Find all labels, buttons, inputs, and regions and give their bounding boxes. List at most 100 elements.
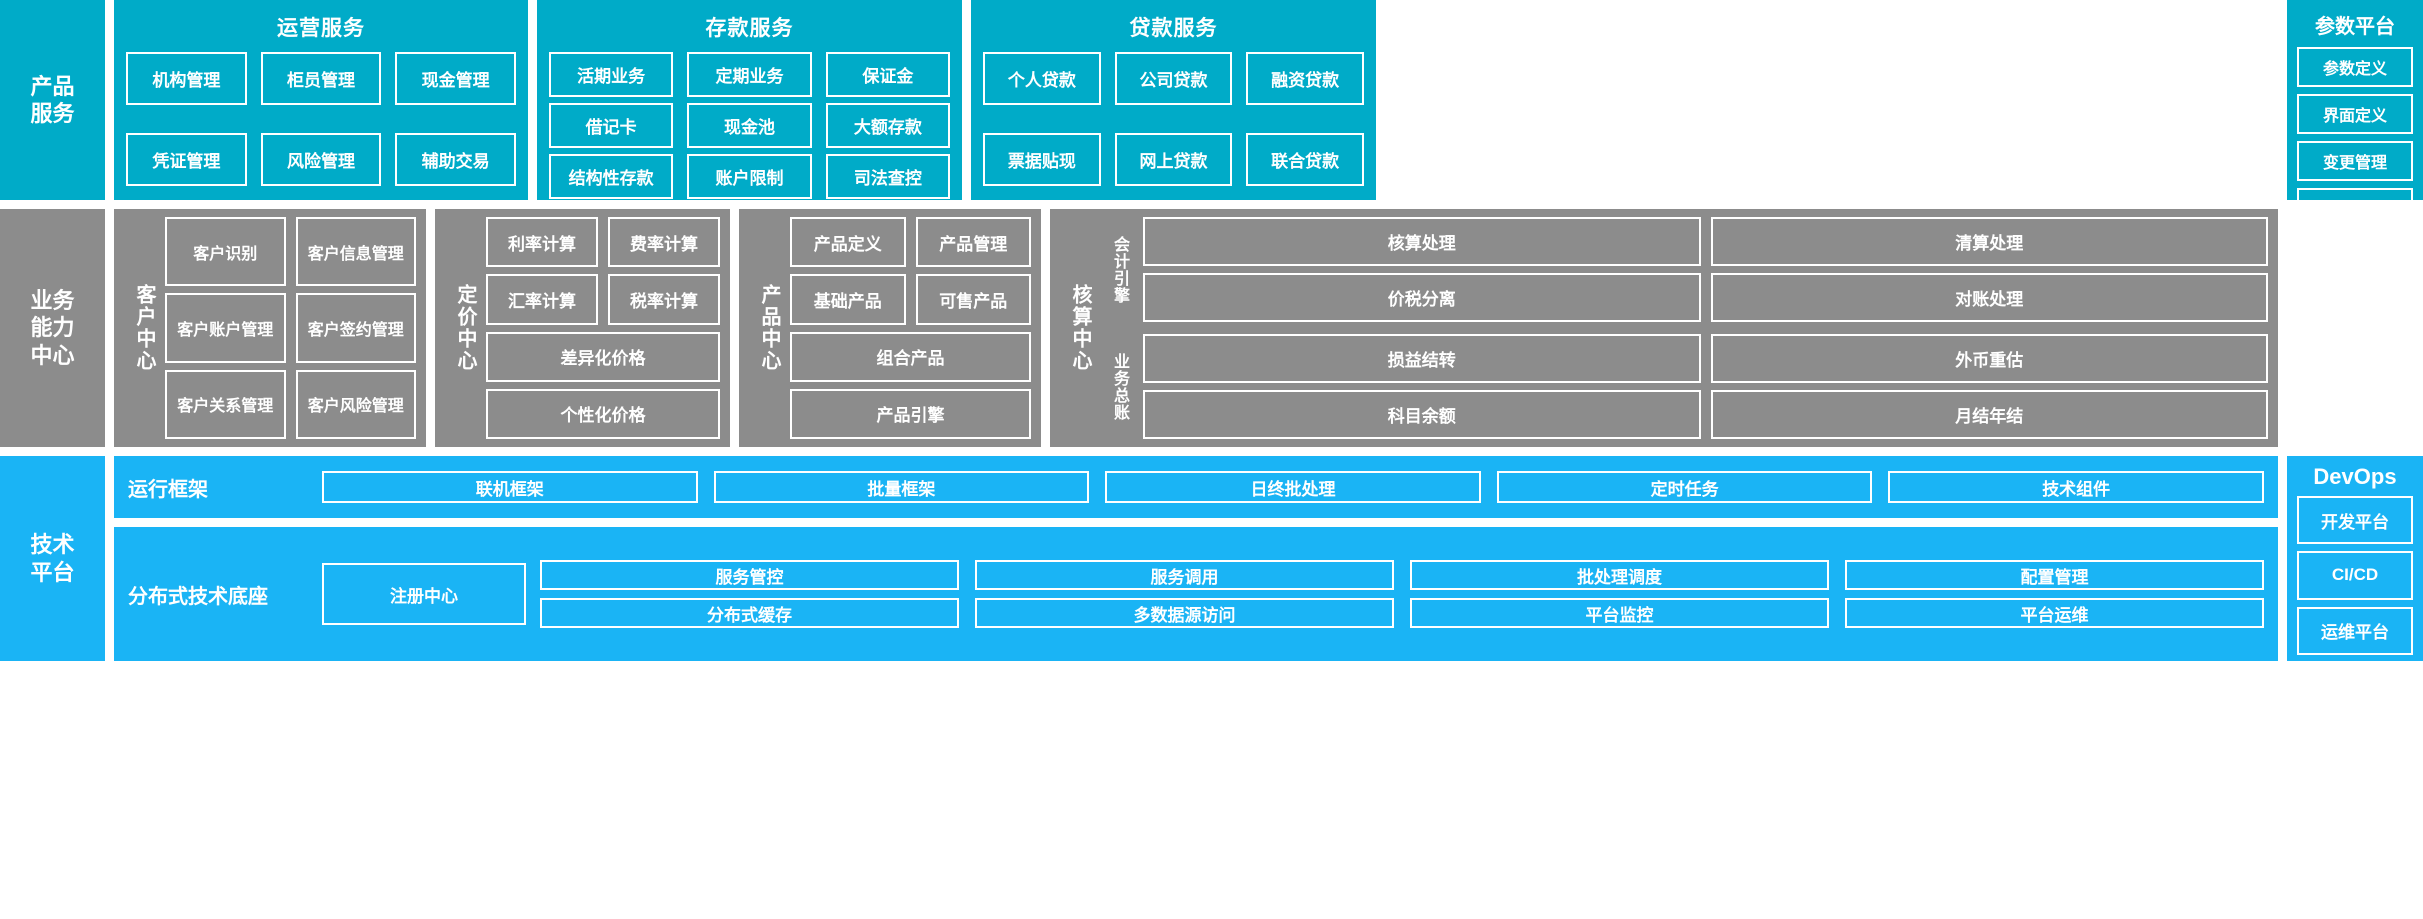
- center-item[interactable]: 客户风险管理: [295, 369, 416, 439]
- service-item[interactable]: 现金管理: [395, 52, 516, 105]
- band-product-service: 产品 服务 运营服务 机构管理 柜员管理 现金管理 凭证管理 风险管理 辅助交易…: [0, 0, 2423, 322]
- center-item-wide[interactable]: 差异化价格: [486, 331, 720, 382]
- tech-item[interactable]: 分布式缓存: [540, 598, 959, 628]
- center-item[interactable]: 产品定义: [790, 217, 906, 268]
- tech-item[interactable]: 技术组件: [1888, 471, 2264, 503]
- accounting-subgroup-ledger: 业务总账 损益结转 外币重估 科目余额 月结年结: [1101, 334, 2268, 439]
- center-label-product: 产品中心: [758, 284, 780, 372]
- devops-panel: DevOps 开发平台 CI/CD 运维平台: [2287, 456, 2423, 661]
- tech-item[interactable]: 联机框架: [322, 471, 698, 503]
- service-item[interactable]: 借记卡: [549, 103, 674, 148]
- devops-item[interactable]: 开发平台: [2297, 496, 2413, 545]
- service-group-title-deposit: 存款服务: [705, 17, 794, 40]
- service-item[interactable]: 联合贷款: [1246, 133, 1364, 186]
- center-item[interactable]: 客户识别: [165, 217, 286, 287]
- center-item[interactable]: 产品管理: [915, 217, 1031, 268]
- service-group-loan: 贷款服务 个人贷款 公司贷款 融资贷款 票据贴现 网上贷款 联合贷款: [971, 0, 1376, 200]
- service-item[interactable]: 现金池: [687, 103, 812, 148]
- service-item[interactable]: 大额存款: [825, 103, 950, 148]
- center-items-product: 产品定义 产品管理 基础产品 可售产品 组合产品 产品引擎: [790, 217, 1031, 439]
- center-item[interactable]: 税率计算: [608, 274, 720, 325]
- center-item[interactable]: 客户账户管理: [165, 293, 286, 363]
- tech-item[interactable]: 服务调用: [975, 560, 1394, 590]
- accounting-subgroup-engine: 会计引擎 核算处理 清算处理 价税分离 对账处理: [1101, 217, 2268, 322]
- center-item[interactable]: 损益结转: [1143, 334, 1701, 383]
- service-group-deposit: 存款服务 活期业务 定期业务 保证金 借记卡 现金池 大额存款 结构性存款 账户…: [537, 0, 962, 200]
- devops-item[interactable]: CI/CD: [2297, 551, 2413, 600]
- center-item[interactable]: 客户信息管理: [295, 217, 416, 287]
- center-item[interactable]: 清算处理: [1710, 217, 2268, 266]
- center-item[interactable]: 客户签约管理: [295, 293, 416, 363]
- tech-item[interactable]: 批处理调度: [1410, 560, 1829, 590]
- service-group-title-loan: 贷款服务: [1129, 17, 1218, 40]
- tech-row-label-runtime: 运行框架: [128, 478, 208, 501]
- parameter-platform-item[interactable]: 参数对比: [2297, 282, 2413, 322]
- service-item[interactable]: 辅助交易: [395, 133, 516, 186]
- center-pricing: 定价中心 利率计算 费率计算 汇率计算 税率计算 差异化价格 个性化价格: [435, 209, 730, 447]
- service-item[interactable]: 活期业务: [549, 52, 674, 97]
- service-item[interactable]: 保证金: [825, 52, 950, 97]
- tech-item[interactable]: 多数据源访问: [975, 598, 1394, 628]
- parameter-platform-item[interactable]: 参数定义: [2297, 47, 2413, 87]
- service-item[interactable]: 网上贷款: [1114, 133, 1233, 186]
- tech-item[interactable]: 服务管控: [540, 560, 959, 590]
- tech-item[interactable]: 配置管理: [1845, 560, 2264, 590]
- product-service-content: 运营服务 机构管理 柜员管理 现金管理 凭证管理 风险管理 辅助交易 存款服务 …: [114, 0, 2278, 200]
- service-group-operations: 运营服务 机构管理 柜员管理 现金管理 凭证管理 风险管理 辅助交易: [114, 0, 528, 200]
- center-item[interactable]: 核算处理: [1143, 217, 1701, 266]
- tech-item[interactable]: 批量框架: [713, 471, 1090, 503]
- tech-item-registry[interactable]: 注册中心: [322, 563, 526, 625]
- tech-item[interactable]: 平台运维: [1845, 598, 2264, 628]
- service-item[interactable]: 凭证管理: [126, 133, 247, 186]
- devops-item[interactable]: 运维平台: [2297, 606, 2413, 655]
- service-item[interactable]: 结构性存款: [549, 154, 674, 199]
- service-item[interactable]: 票据贴现: [983, 133, 1101, 186]
- center-item[interactable]: 可售产品: [915, 274, 1031, 325]
- center-accounting: 核算中心 会计引擎 核算处理 清算处理 价税分离 对账处理 业务总账: [1050, 209, 2278, 447]
- service-item[interactable]: 账户限制: [687, 154, 812, 199]
- center-label-accounting: 核算中心: [1069, 284, 1091, 372]
- center-item[interactable]: 对账处理: [1710, 273, 2268, 322]
- service-item[interactable]: 公司贷款: [1114, 52, 1233, 105]
- center-item[interactable]: 客户关系管理: [165, 369, 286, 439]
- center-item[interactable]: 外币重估: [1710, 334, 2268, 383]
- band-label-technical-platform: 技术 平台: [0, 456, 105, 661]
- service-items-deposit: 活期业务 定期业务 保证金 借记卡 现金池 大额存款 结构性存款 账户限制 司法…: [549, 52, 950, 199]
- center-item-wide[interactable]: 个性化价格: [486, 388, 720, 439]
- service-item[interactable]: 个人贷款: [983, 52, 1101, 105]
- technical-platform-content: 运行框架 联机框架 批量框架 日终批处理 定时任务 技术组件 分布式技术底座 注…: [114, 456, 2278, 661]
- band-technical-platform: 技术 平台 运行框架 联机框架 批量框架 日终批处理 定时任务 技术组件 分布式…: [0, 456, 2423, 661]
- center-item[interactable]: 利率计算: [486, 217, 598, 268]
- parameter-platform-item[interactable]: 变更管理: [2297, 141, 2413, 181]
- center-items-customer: 客户识别 客户信息管理 客户账户管理 客户签约管理 客户关系管理 客户风险管理: [165, 217, 416, 439]
- parameter-platform-item[interactable]: 界面定义: [2297, 94, 2413, 134]
- center-item[interactable]: 月结年结: [1710, 390, 2268, 439]
- center-item-wide[interactable]: 组合产品: [790, 331, 1031, 382]
- tech-item[interactable]: 定时任务: [1496, 471, 1873, 503]
- tech-item[interactable]: 日终批处理: [1105, 471, 1481, 503]
- service-group-title-operations: 运营服务: [277, 17, 365, 40]
- service-item[interactable]: 司法查控: [825, 154, 950, 199]
- service-item[interactable]: 风险管理: [260, 133, 382, 186]
- parameter-platform-item[interactable]: 流程管理: [2297, 188, 2413, 228]
- parameter-platform-items: 参数定义 界面定义 变更管理 流程管理 参数发布 参数对比: [2297, 47, 2413, 322]
- center-item-wide[interactable]: 产品引擎: [790, 388, 1031, 439]
- accounting-items-engine: 核算处理 清算处理 价税分离 对账处理: [1143, 217, 2268, 322]
- tech-item[interactable]: 平台监控: [1410, 598, 1829, 628]
- service-item[interactable]: 融资贷款: [1246, 52, 1364, 105]
- service-item[interactable]: 柜员管理: [260, 52, 382, 105]
- center-item[interactable]: 科目余额: [1143, 390, 1701, 439]
- service-item[interactable]: 机构管理: [126, 52, 247, 105]
- band-business-capability: 业务 能力 中心 客户中心 客户识别 客户信息管理 客户账户管理 客户签约管理 …: [0, 209, 2423, 447]
- center-item[interactable]: 基础产品: [790, 274, 906, 325]
- band-label-text: 产品 服务: [30, 73, 75, 127]
- center-item[interactable]: 价税分离: [1143, 273, 1701, 322]
- service-items-operations: 机构管理 柜员管理 现金管理 凭证管理 风险管理 辅助交易: [126, 52, 516, 190]
- accounting-subgroup-label-engine: 会计引擎: [1111, 235, 1128, 304]
- center-item[interactable]: 费率计算: [608, 217, 720, 268]
- parameter-platform-title: 参数平台: [2315, 16, 2395, 38]
- parameter-platform-item[interactable]: 参数发布: [2297, 235, 2413, 275]
- band-label-text: 业务 能力 中心: [30, 287, 75, 368]
- center-item[interactable]: 汇率计算: [486, 274, 598, 325]
- service-item[interactable]: 定期业务: [687, 52, 812, 97]
